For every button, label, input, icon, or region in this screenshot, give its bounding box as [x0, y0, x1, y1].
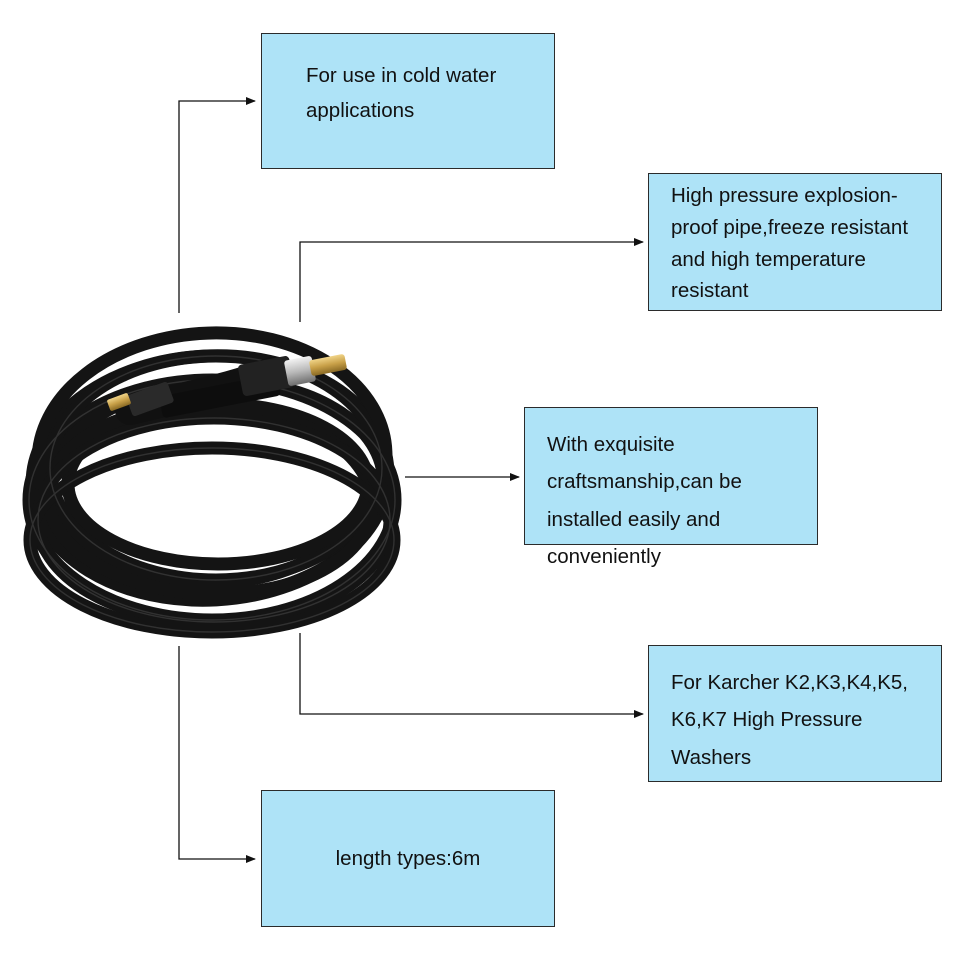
- callout-cold-water-text: For use in cold water applications: [306, 64, 497, 123]
- hose-image: [22, 326, 402, 639]
- callout-length: length types:6m: [261, 790, 555, 927]
- callout-length-text: length types:6m: [335, 846, 481, 870]
- callout-pressure-text: High pressure explosion-proof pipe,freez…: [671, 184, 909, 303]
- connectors: [178, 97, 644, 863]
- coiled-hose-icon: [22, 326, 402, 639]
- callout-craftsmanship: With exquisite craftsmanship,can be inst…: [524, 407, 818, 568]
- connector-cold-water: [178, 97, 256, 313]
- callout-compatibility-text: For Karcher K2,K3,K4,K5, K6,K7 High Pres…: [671, 671, 909, 769]
- callout-pressure: High pressure explosion-proof pipe,freez…: [648, 173, 942, 311]
- connector-length: [178, 646, 256, 863]
- connector-compatibility: [299, 633, 644, 718]
- callout-craftsmanship-text: With exquisite craftsmanship,can be inst…: [547, 433, 742, 568]
- left-connector-icon: [107, 381, 174, 417]
- callout-compatibility: For Karcher K2,K3,K4,K5, K6,K7 High Pres…: [648, 645, 942, 782]
- callout-cold-water: For use in cold water applications: [261, 33, 555, 169]
- connector-pressure: [299, 238, 644, 322]
